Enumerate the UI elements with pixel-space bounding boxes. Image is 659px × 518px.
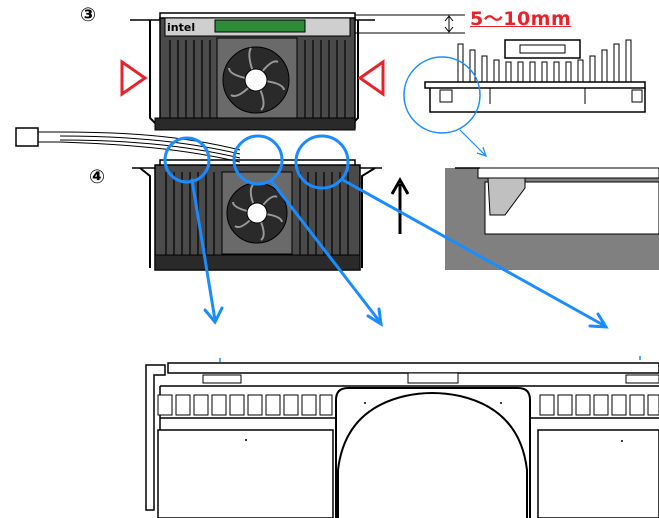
magnifier-circle-icon bbox=[232, 134, 284, 186]
magnifier-circle-icon bbox=[403, 56, 481, 134]
magnifier-circle-icon bbox=[163, 136, 211, 184]
connector-plug-icon bbox=[15, 127, 39, 147]
triangle-marker-icon bbox=[357, 59, 385, 97]
magnifier-circle-icon bbox=[294, 134, 350, 190]
brand-logo-text: intel bbox=[167, 21, 196, 34]
arrow-up-icon bbox=[390, 176, 410, 234]
callout-circles bbox=[163, 134, 609, 329]
right-detail-top bbox=[403, 39, 646, 157]
step-3-label: ③ bbox=[80, 4, 97, 26]
callout-arrow-icon bbox=[190, 178, 217, 322]
callout-arrow-icon bbox=[459, 129, 486, 156]
callout-arrow-icon bbox=[341, 178, 607, 328]
top-assembly bbox=[120, 12, 465, 131]
callout-arrow-icon bbox=[270, 180, 382, 324]
dimension-label: 5～10mm bbox=[470, 8, 572, 30]
fan-icon bbox=[226, 182, 288, 244]
right-detail-middle bbox=[445, 167, 659, 270]
fan-cable bbox=[15, 127, 241, 163]
bottom-enlarged-view bbox=[145, 356, 659, 518]
triangle-marker-icon bbox=[120, 59, 148, 97]
step-4-label: ④ bbox=[89, 166, 106, 188]
fan-icon bbox=[222, 46, 290, 114]
